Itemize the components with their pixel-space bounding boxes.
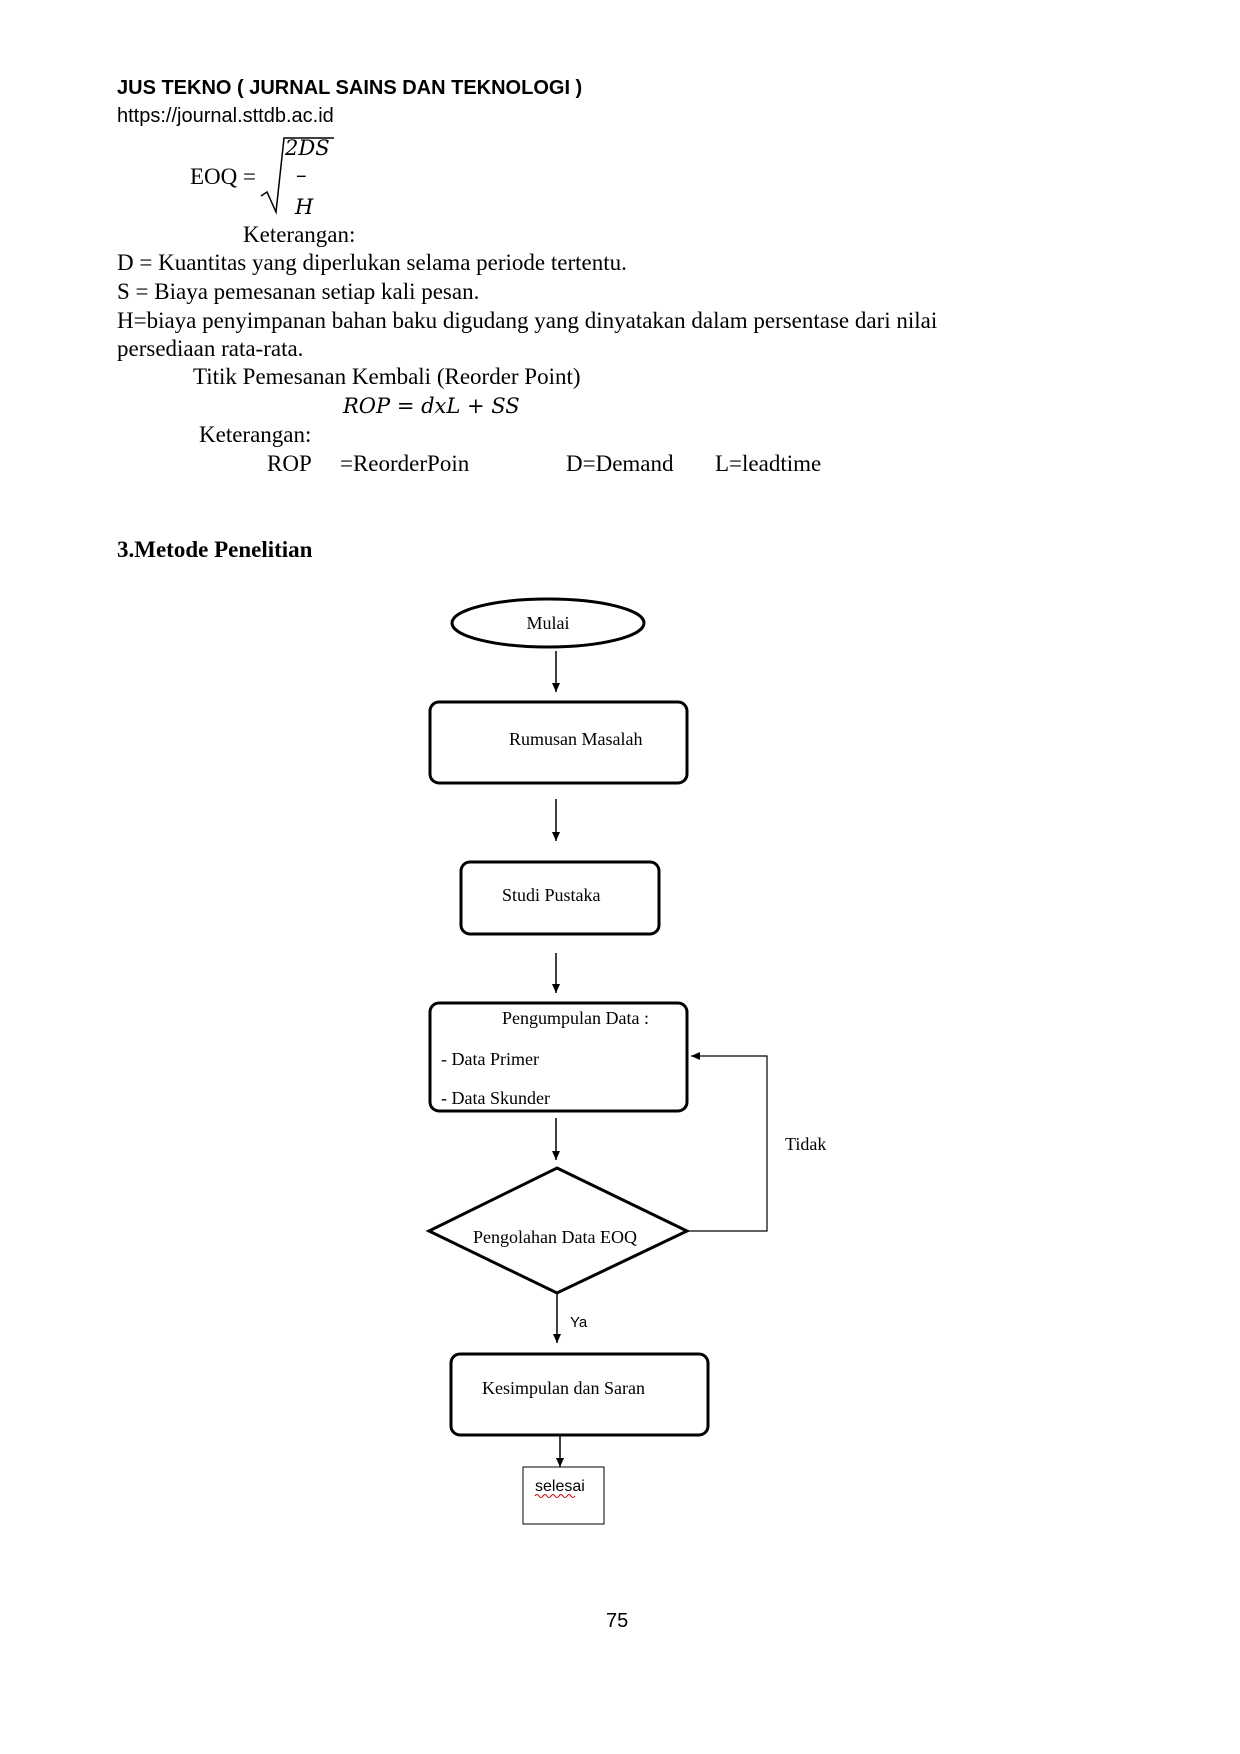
journal-url: https://journal.sttdb.ac.id [117, 105, 334, 127]
sqrt-radical-icon [260, 137, 334, 215]
studi-pustaka-box [459, 860, 661, 936]
rop-term-l: L=leadtime [715, 451, 822, 476]
rop-title: Titik Pemesanan Kembali (Reorder Point) [193, 364, 581, 389]
spellcheck-underline [534, 1494, 576, 1498]
rop-term-rop-def: =ReorderPoin [340, 451, 470, 476]
pengumpulan-data-title: Pengumpulan Data : [502, 1008, 649, 1028]
kesimpulan-saran-box [449, 1352, 710, 1437]
rumusan-masalah-label: Rumusan Masalah [509, 729, 642, 749]
eoq-lhs: EOQ = [190, 164, 256, 189]
page-number: 75 [606, 1610, 629, 1632]
eoq-numerator: 2DS [285, 136, 330, 160]
selesai-label: selesai [535, 1478, 585, 1495]
decision-label: Pengolahan Data EOQ [473, 1227, 637, 1247]
start-label: Mulai [527, 613, 570, 633]
pengumpulan-data-item-skunder: - Data Skunder [441, 1088, 550, 1108]
eoq-denominator: H [295, 195, 314, 219]
eoq-def-h-line1: H=biaya penyimpanan bahan baku digudang … [117, 308, 938, 333]
eoq-def-d: D = Kuantitas yang diperlukan selama per… [117, 250, 627, 275]
ya-label: Ya [570, 1314, 588, 1331]
rop-term-d: D=Demand [566, 451, 674, 476]
rop-keterangan-label: Keterangan: [199, 422, 312, 447]
studi-pustaka-label: Studi Pustaka [502, 885, 601, 905]
section-heading: 3.Metode Penelitian [117, 537, 313, 562]
kesimpulan-saran-label: Kesimpulan dan Saran [482, 1378, 645, 1398]
pengumpulan-data-item-primer: - Data Primer [441, 1049, 539, 1069]
eoq-def-s: S = Biaya pemesanan setiap kali pesan. [117, 279, 480, 304]
tidak-label: Tidak [785, 1134, 826, 1154]
eoq-keterangan-label: Keterangan: [243, 222, 356, 247]
journal-title: JUS TEKNO ( JURNAL SAINS DAN TEKNOLOGI ) [117, 77, 583, 99]
eoq-def-h-line2: persediaan rata-rata. [117, 336, 304, 361]
eoq-fraction-bar: – [296, 163, 307, 187]
rop-formula: ROP = dxL + SS [343, 394, 520, 418]
arrow-tidak-loop [687, 1052, 768, 1232]
start-oval [450, 597, 646, 649]
rop-term-rop: ROP [267, 451, 312, 476]
pengumpulan-data-box [428, 1001, 689, 1113]
rumusan-masalah-box [428, 700, 689, 785]
selesai-box [522, 1466, 605, 1525]
